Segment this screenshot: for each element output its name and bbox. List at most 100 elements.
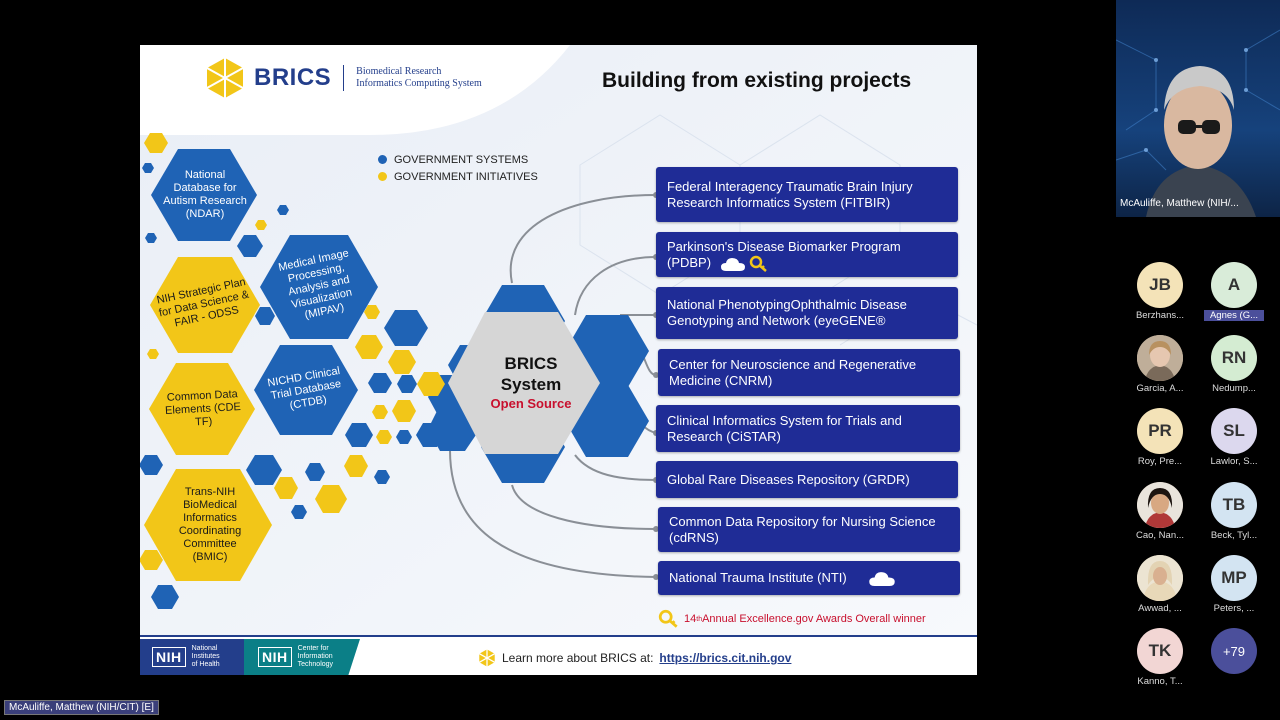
center-title-line-2: System — [500, 375, 562, 394]
cit-subtitle: Center for Information Technology — [298, 645, 333, 669]
brand-subtitle: Biomedical Research Informatics Computin… — [356, 66, 482, 90]
participant-tile[interactable]: TB Beck, Tyl... — [1204, 482, 1264, 541]
project-label: Parkinson's Disease Biomarker Program (P… — [667, 238, 901, 270]
hex-label-cde: Common Data Elements (CDE TF) — [164, 387, 242, 428]
participant-tile[interactable]: JB Berzhans... — [1130, 262, 1190, 321]
open-source-label: Open Source — [490, 396, 572, 411]
project-nti: National Trauma Institute (NTI) — [658, 561, 960, 595]
more-participants-count: +79 — [1211, 628, 1257, 674]
brics-logo: BRICS Biomedical Research Informatics Co… — [204, 57, 482, 99]
project-grdr: Global Rare Diseases Repository (GRDR) — [656, 461, 958, 498]
avatar-initials: A — [1227, 275, 1241, 294]
nih-sub-line: of Health — [191, 661, 220, 668]
legend: GOVERNMENT SYSTEMS GOVERNMENT INITIATIVE… — [378, 151, 538, 185]
center-system-label: BRICS System Open Source — [470, 353, 592, 411]
avatar-photo — [1137, 335, 1183, 381]
pdbp-icons — [720, 255, 769, 273]
award-text: Annual Excellence.gov Awards Overall win… — [702, 613, 926, 625]
person-photo-icon — [1137, 482, 1183, 528]
avatar: JB — [1137, 262, 1183, 308]
avatar-initials: RN — [1221, 348, 1247, 367]
more-participants-button[interactable]: +79 — [1204, 628, 1264, 674]
hex-odss — [150, 257, 260, 353]
participant-name: Cao, Nan... — [1135, 530, 1185, 541]
project-label: National PhenotypingOphthalmic Disease G… — [667, 297, 907, 328]
avatar-initials: TK — [1148, 641, 1172, 660]
project-cnrm: Center for Neuroscience and Regenerative… — [658, 349, 960, 396]
nih-subtitle: National Institutes of Health — [192, 645, 220, 669]
project-label: Center for Neuroscience and Regenerative… — [669, 356, 917, 388]
participant-tile[interactable]: TK Kanno, T... — [1130, 628, 1190, 687]
slide-title: Building from existing projects — [602, 69, 912, 92]
avatar: PR — [1137, 408, 1183, 454]
project-label: Global Rare Diseases Repository (GRDR) — [667, 471, 910, 487]
avatar: MP — [1211, 555, 1257, 601]
participant-tile[interactable]: PR Roy, Pre... — [1130, 408, 1190, 467]
nih-logo: NIH National Institutes of Health — [140, 639, 244, 675]
learn-more-text: Learn more about BRICS at: — [502, 651, 654, 665]
project-label: Clinical Informatics System for Trials a… — [667, 412, 902, 444]
participant-tile[interactable]: Awwad, ... — [1130, 555, 1190, 614]
project-cdrns: Common Data Repository for Nursing Scien… — [658, 507, 960, 552]
hex-label-ndar: National Database for Autism Research (N… — [163, 169, 247, 220]
more-count-label: +79 — [1222, 643, 1246, 659]
project-label: Common Data Repository for Nursing Scien… — [669, 513, 936, 545]
brics-link[interactable]: https://brics.cit.nih.gov — [659, 651, 792, 665]
avatar: SL — [1211, 408, 1257, 454]
participant-name: Agnes (G... — [1204, 310, 1264, 321]
self-video-tile[interactable] — [1116, 0, 1280, 217]
brics-hex-logo-icon — [206, 58, 244, 98]
project-eyegene: National PhenotypingOphthalmic Disease G… — [656, 287, 958, 339]
avatar: RN — [1211, 335, 1257, 381]
avatar: TK — [1137, 628, 1183, 674]
self-video-name: McAuliffe, Matthew (NIH/... — [1120, 198, 1239, 209]
center-hex — [448, 312, 600, 454]
avatar-initials: JB — [1149, 275, 1171, 294]
legend-label: GOVERNMENT SYSTEMS — [394, 153, 529, 166]
cloud-icon — [721, 258, 745, 271]
avatar-photo — [1137, 555, 1183, 601]
legend-item-systems: GOVERNMENT SYSTEMS — [378, 151, 538, 168]
participant-tile[interactable]: MP Peters, ... — [1204, 555, 1264, 614]
award-number: 14 — [684, 613, 697, 625]
brics-small-logo-icon — [478, 649, 496, 667]
participant-name: Kanno, T... — [1137, 676, 1183, 687]
participant-tile[interactable]: Cao, Nan... — [1130, 482, 1190, 541]
self-video-feed — [1116, 29, 1280, 217]
project-cistar: Clinical Informatics System for Trials a… — [656, 405, 960, 452]
shared-slide: BRICS Biomedical Research Informatics Co… — [140, 45, 977, 675]
avatar-initials: SL — [1223, 421, 1245, 440]
hex-mipav — [260, 235, 378, 339]
participant-name: Beck, Tyl... — [1210, 530, 1258, 541]
avatar-photo — [1137, 482, 1183, 528]
hex-diagram — [140, 133, 659, 609]
participant-tile[interactable]: SL Lawlor, S... — [1204, 408, 1264, 467]
legend-label: GOVERNMENT INITIATIVES — [394, 170, 538, 183]
hex-label-bmic: Trans-NIH BioMedical Informatics Coordin… — [178, 486, 242, 563]
participant-tile[interactable]: RN Nedump... — [1204, 335, 1264, 394]
avatar: A — [1211, 262, 1257, 308]
participant-name: Awwad, ... — [1138, 603, 1182, 614]
person-photo-icon — [1137, 335, 1183, 381]
brand-subtitle-line-2: Informatics Computing System — [356, 78, 482, 89]
nih-sub-line: National — [191, 645, 218, 652]
participant-name: Berzhans... — [1135, 310, 1185, 321]
legend-yellow-dot-icon — [378, 172, 387, 181]
cit-logo: NIH Center for Information Technology — [244, 639, 360, 675]
nih-badge: NIH — [152, 647, 186, 667]
hex-cde — [149, 363, 255, 455]
center-title-line-1: BRICS — [504, 354, 558, 373]
participant-tile[interactable]: A Agnes (G... — [1204, 262, 1264, 321]
participant-name: Lawlor, S... — [1210, 456, 1258, 467]
nih-sub-line: Institutes — [191, 653, 220, 660]
award-ribbon-icon — [658, 609, 678, 628]
project-label: Federal Interagency Traumatic Brain Inju… — [667, 178, 913, 210]
cit-sub-line: Center for — [297, 645, 329, 652]
brand-separator — [343, 65, 345, 91]
participant-tile[interactable]: Garcia, A... — [1130, 335, 1190, 394]
hex-ctdb — [254, 345, 358, 435]
avatar-initials: PR — [1148, 421, 1172, 440]
learn-more: Learn more about BRICS at: https://brics… — [478, 649, 791, 667]
